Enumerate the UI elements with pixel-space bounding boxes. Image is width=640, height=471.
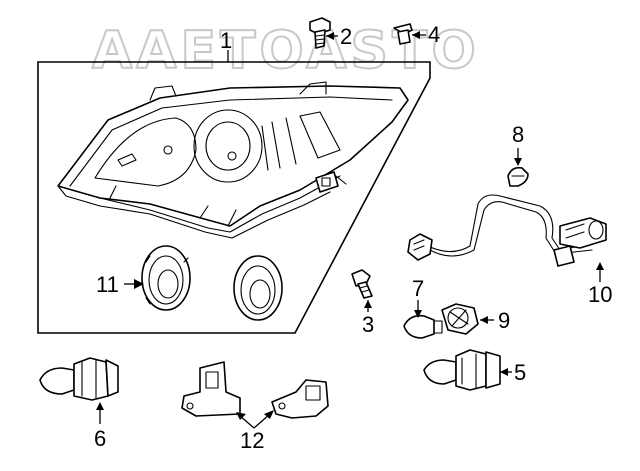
headlamp-housing [57, 81, 409, 239]
callout-12-leader [239, 413, 271, 429]
callout-7: 7 [412, 276, 424, 301]
callout-3-arrow [364, 300, 372, 308]
callout-11-arrow [134, 279, 144, 289]
callout-8: 8 [512, 122, 524, 147]
socket-cover-ring [233, 255, 283, 321]
callout-4-arrow [412, 31, 420, 39]
callout-5: 5 [514, 360, 526, 385]
callout-10-arrow [596, 262, 604, 270]
halogen-bulb-5 [423, 349, 501, 391]
headlamp-assembly-frame [37, 61, 431, 334]
callout-1: 1 [220, 28, 232, 53]
clip-4 [393, 23, 413, 45]
bulb-8 [507, 166, 529, 187]
callout-9: 9 [498, 308, 510, 333]
callout-8-arrow [514, 158, 522, 166]
callout-10: 10 [588, 282, 612, 307]
callout-11: 11 [96, 272, 119, 297]
callout-2: 2 [340, 24, 352, 49]
callout-9-arrow [480, 316, 488, 324]
callout-6: 6 [94, 426, 106, 451]
wiring-harness-10 [407, 194, 607, 267]
screw-3 [351, 269, 373, 299]
callout-7-arrow [414, 310, 422, 318]
bracket-12 [181, 361, 329, 419]
callout-12-arrow-b [264, 410, 274, 419]
bolt-2 [309, 17, 331, 49]
callout-2-arrow [326, 32, 334, 40]
bulb-7 [403, 314, 443, 339]
callout-5-arrow [500, 368, 508, 376]
socket-9 [441, 303, 479, 335]
watermark-text: AAETOASTO [92, 21, 480, 81]
callout-6-arrow [96, 402, 104, 410]
callout-12: 12 [240, 428, 264, 453]
socket-cover-11 [141, 245, 191, 311]
halogen-bulb-6 [39, 357, 119, 401]
callout-3: 3 [362, 312, 374, 337]
callout-4: 4 [428, 22, 440, 47]
callout-12-arrow-a [236, 412, 246, 420]
